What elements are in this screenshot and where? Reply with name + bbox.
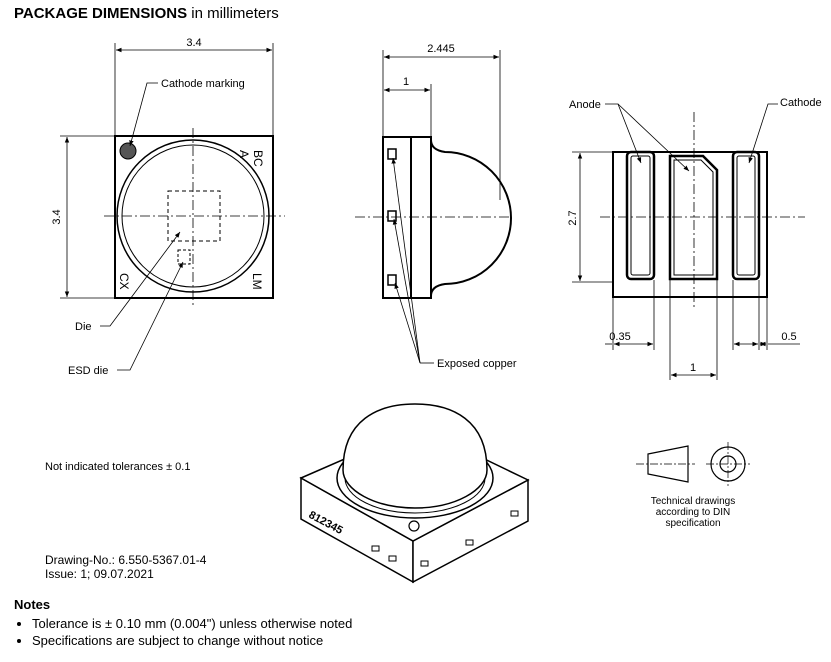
bottom-view bbox=[572, 103, 805, 380]
side-view bbox=[355, 50, 512, 364]
drawing-info: Drawing-No.: 6.550-5367.01-4 Issue: 1; 0… bbox=[45, 553, 206, 581]
notes-section: Notes Tolerance is ± 0.10 mm (0.004") un… bbox=[14, 597, 352, 649]
mark-lm: LM bbox=[250, 273, 264, 290]
anode-pad-left bbox=[625, 150, 656, 281]
mark-bc: BC bbox=[251, 150, 265, 167]
drawing-number: Drawing-No.: 6.550-5367.01-4 bbox=[45, 553, 207, 567]
esd-die-label: ESD die bbox=[68, 365, 108, 377]
side-dim-body: 1 bbox=[403, 76, 409, 88]
cathode-mark-dot bbox=[119, 142, 137, 160]
din-note-line1: Technical drawings bbox=[651, 496, 736, 507]
iso-dome bbox=[342, 403, 488, 509]
bottom-dim-height: 2.7 bbox=[567, 210, 579, 225]
din-symbol bbox=[636, 442, 750, 486]
bottom-dim-left: 0.35 bbox=[609, 331, 630, 343]
notes-list: Tolerance is ± 0.10 mm (0.004") unless o… bbox=[14, 615, 352, 649]
tolerance-note: Not indicated tolerances ± 0.1 bbox=[45, 461, 191, 473]
cathode-marking-label: Cathode marking bbox=[161, 78, 245, 90]
bottom-dim-center: 1 bbox=[690, 362, 696, 374]
esd-die-outline bbox=[177, 249, 191, 265]
page-title: PACKAGE DIMENSIONS in millimeters bbox=[14, 5, 279, 22]
anode-label: Anode bbox=[569, 99, 601, 111]
iso-view bbox=[299, 403, 530, 584]
note-item: Tolerance is ± 0.10 mm (0.004") unless o… bbox=[32, 615, 352, 632]
title-bold: PACKAGE DIMENSIONS bbox=[14, 5, 188, 22]
top-body-outline bbox=[114, 135, 274, 299]
mark-cx: CX bbox=[117, 273, 131, 290]
top-dim-width: 3.4 bbox=[186, 37, 201, 49]
din-note-line3: specification bbox=[665, 518, 720, 529]
top-lens-outer bbox=[116, 139, 270, 293]
top-dim-height: 3.4 bbox=[51, 209, 63, 224]
top-view bbox=[60, 43, 285, 371]
side-dim-total: 2.445 bbox=[427, 43, 455, 55]
exposed-copper-label: Exposed copper bbox=[437, 358, 517, 370]
die-label: Die bbox=[75, 321, 92, 333]
cathode-pad bbox=[731, 150, 761, 281]
bottom-body bbox=[612, 151, 768, 298]
din-note-line2: according to DIN bbox=[656, 507, 730, 518]
side-dome bbox=[430, 139, 512, 297]
drawing-issue: Issue: 1; 09.07.2021 bbox=[45, 567, 154, 581]
side-substrate bbox=[382, 136, 412, 299]
anode-pad-center bbox=[668, 154, 719, 281]
mark-a: A bbox=[237, 150, 251, 158]
note-item: Specifications are subject to change wit… bbox=[32, 632, 352, 649]
cathode-label: Cathode bbox=[780, 97, 822, 109]
title-unit: in millimeters bbox=[191, 5, 279, 22]
notes-heading: Notes bbox=[14, 597, 51, 612]
bottom-dim-right: 0.5 bbox=[781, 331, 796, 343]
